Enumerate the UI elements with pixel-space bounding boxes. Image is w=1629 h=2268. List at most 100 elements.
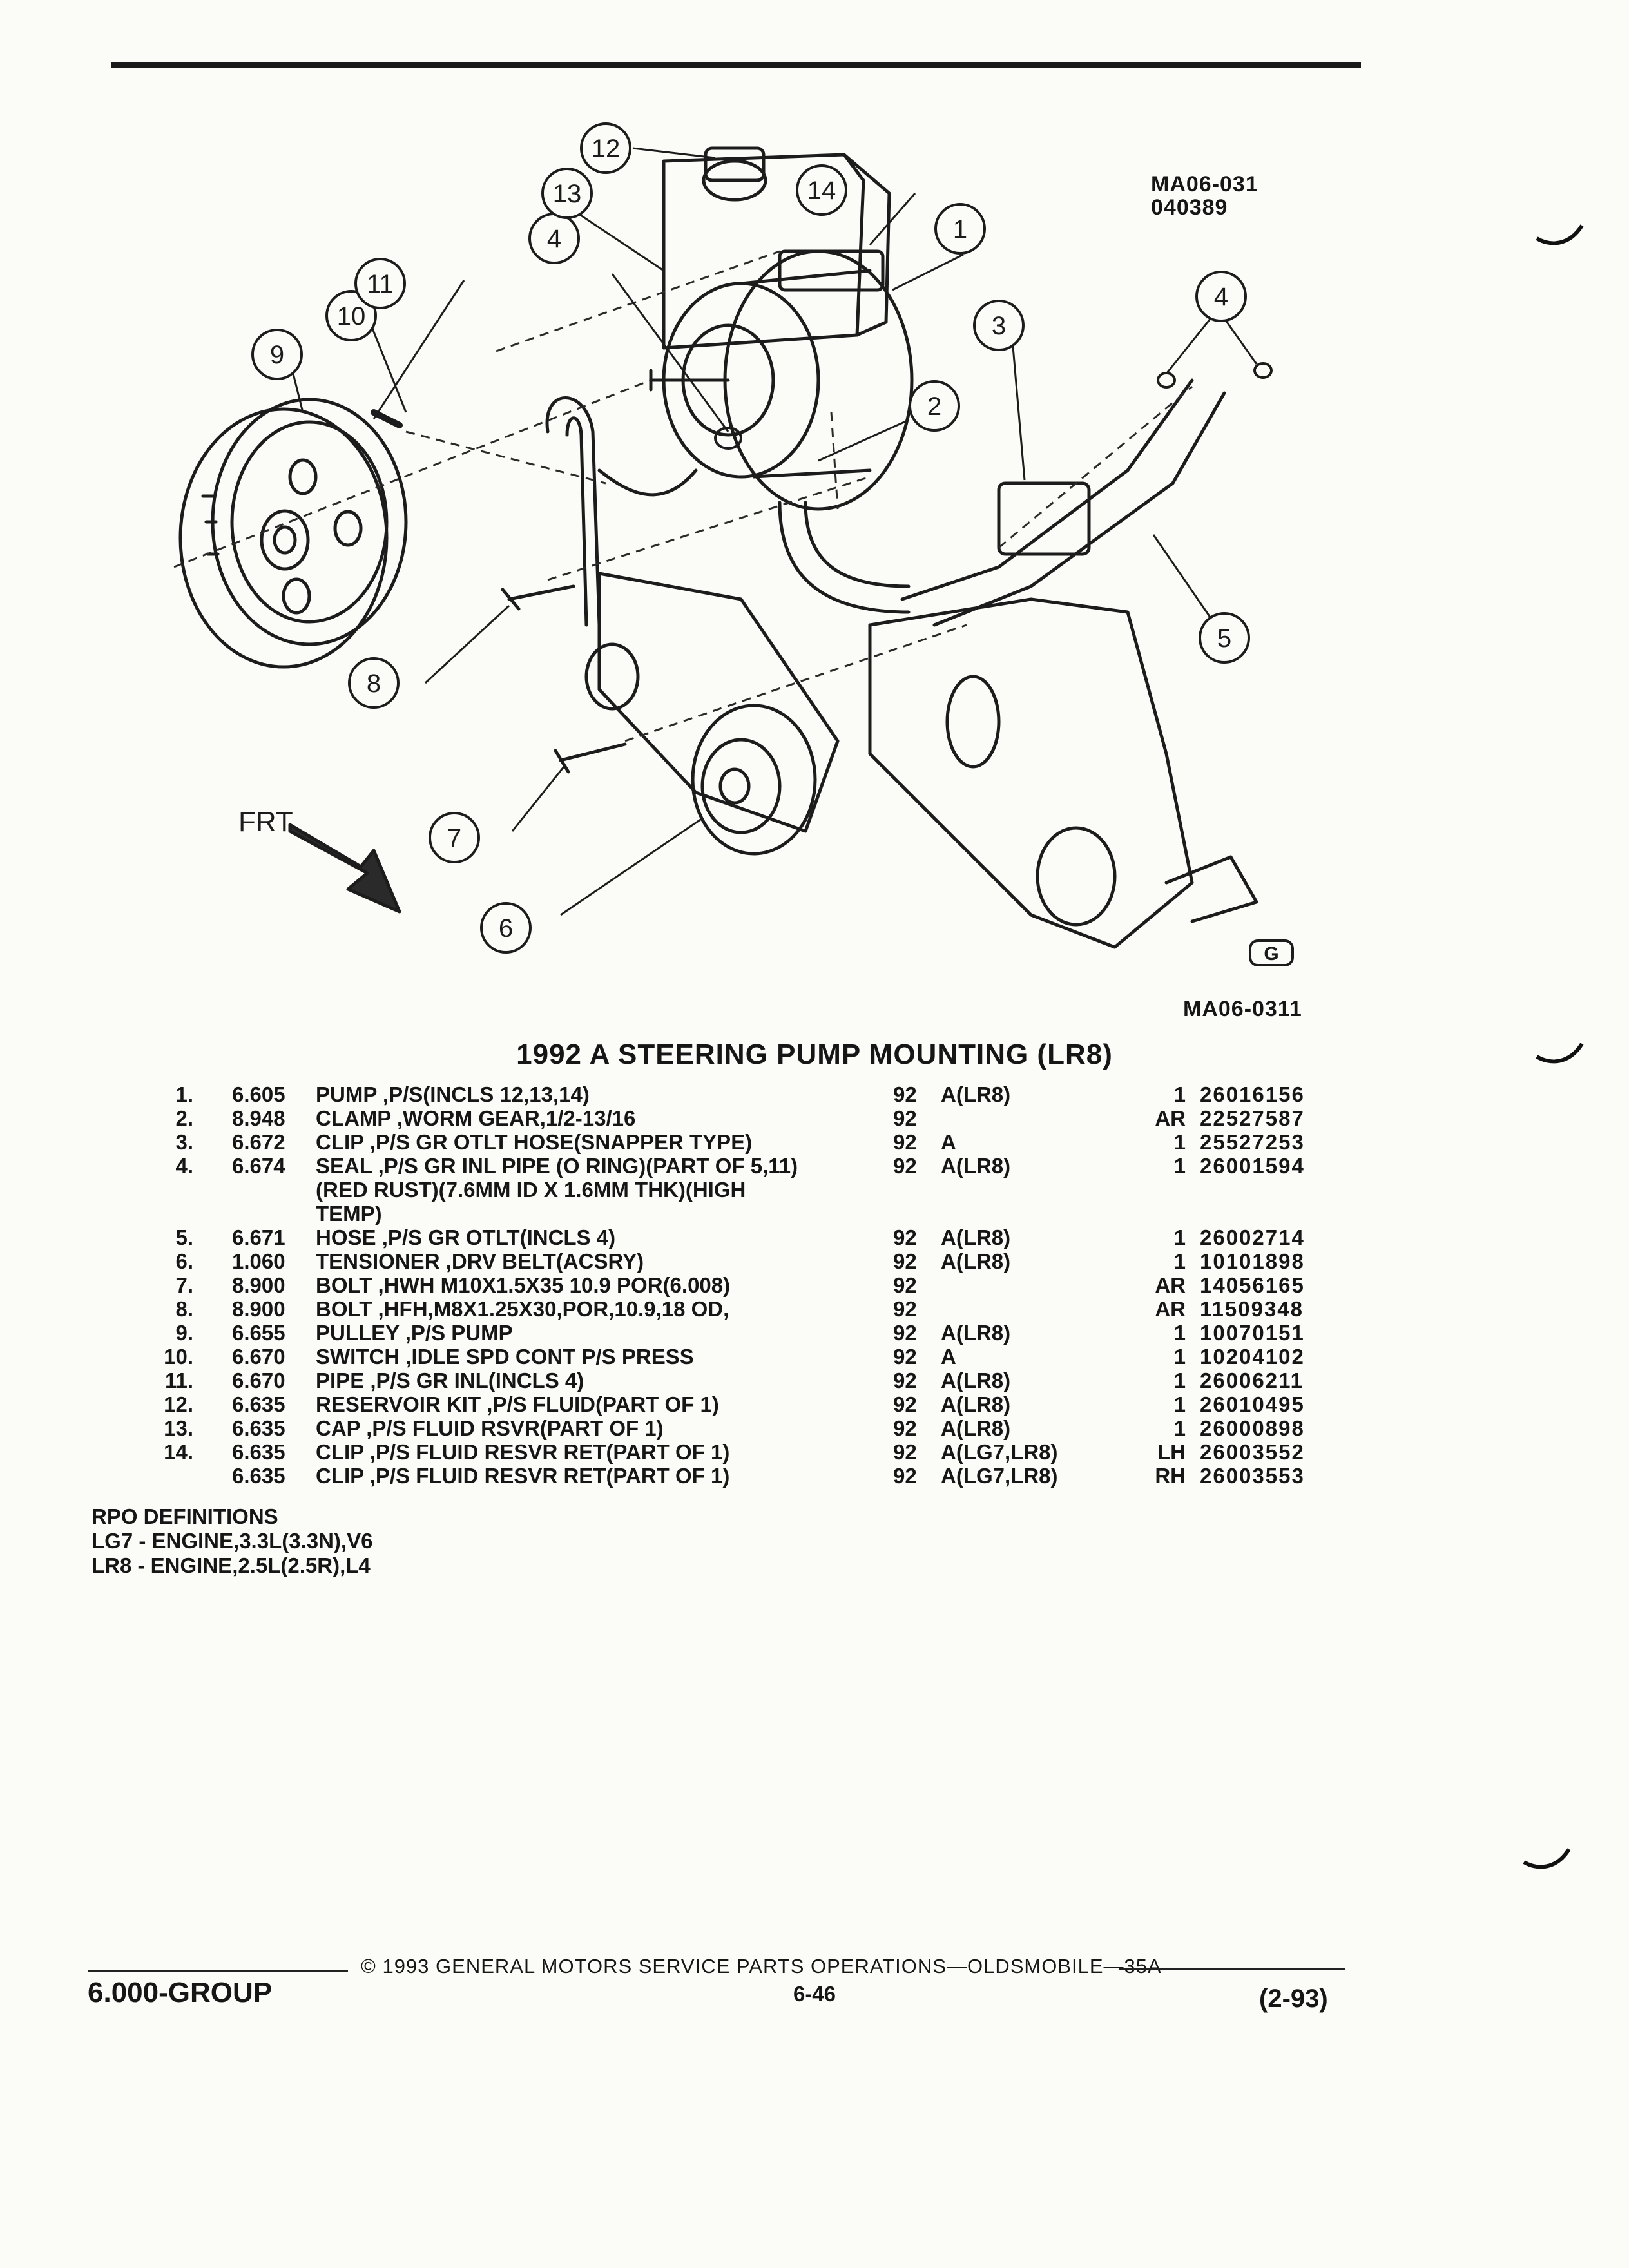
cell-code: 8.900 [232, 1273, 285, 1297]
callout-circle [348, 657, 400, 709]
cell-idx: 11. [164, 1369, 193, 1392]
callout-circle [251, 329, 303, 380]
cell-year: 92 [893, 1345, 917, 1369]
cell-app: A(LR8) [941, 1249, 1011, 1273]
cell-desc: BOLT ,HWH M10X1.5X35 10.9 POR(6.008) [316, 1273, 731, 1297]
bracket-drawing [584, 572, 840, 856]
callout-circle [1199, 612, 1250, 664]
pump-drawing [649, 146, 914, 511]
cell-app: A(LG7,LR8) [941, 1440, 1058, 1464]
cell-idx: 14. [164, 1440, 193, 1464]
cell-code: 6.635 [232, 1392, 285, 1416]
cell-year: 92 [893, 1106, 917, 1130]
callout-circle [480, 902, 532, 954]
callout-number: 8 [367, 669, 381, 698]
cell-part: 26010495 [1200, 1392, 1305, 1416]
cell-idx: 9. [175, 1321, 193, 1345]
cell-year: 92 [893, 1297, 917, 1321]
cell-idx: 7. [175, 1273, 193, 1297]
callout-number: 10 [337, 302, 366, 331]
callout-circle [934, 203, 986, 255]
cell-part: 25527253 [1200, 1130, 1305, 1154]
cell-code: 8.900 [232, 1297, 285, 1321]
callout-number: 4 [547, 225, 561, 253]
cell-code: 6.635 [232, 1464, 285, 1488]
cell-code: 6.674 [232, 1154, 285, 1178]
cell-idx: 4. [175, 1154, 193, 1178]
cell-desc: BOLT ,HFH,M8X1.25X30,POR,10.9,18 OD, [316, 1297, 729, 1321]
cell-code: 6.672 [232, 1130, 285, 1154]
callout-circle [354, 258, 406, 309]
cell-qty: 1 [1173, 1130, 1186, 1154]
figure-code-top: MA06-031 040389 [1151, 173, 1258, 219]
cell-desc: CAP ,P/S FLUID RSVR(PART OF 1) [316, 1416, 664, 1440]
cell-desc: HOSE ,P/S GR OTLT(INCLS 4) [316, 1225, 616, 1249]
cell-desc: CLIP ,P/S GR OTLT HOSE(SNAPPER TYPE) [316, 1130, 753, 1154]
cell-qty: AR [1155, 1273, 1186, 1297]
cell-desc: RESERVOIR KIT ,P/S FLUID(PART OF 1) [316, 1392, 719, 1416]
callout-circle [325, 290, 377, 341]
cell-year: 92 [893, 1440, 917, 1464]
callout-circle [1195, 271, 1247, 322]
cell-code: 6.655 [232, 1321, 285, 1345]
callout-circle [580, 122, 631, 174]
cell-year: 92 [893, 1154, 917, 1178]
callout-circle [429, 812, 480, 863]
callout-circle [541, 168, 593, 219]
cell-idx: 3. [175, 1130, 193, 1154]
cell-desc: SWITCH ,IDLE SPD CONT P/S PRESS [316, 1345, 694, 1369]
pulley-drawing [178, 398, 408, 669]
bolt-8-drawing [501, 584, 575, 611]
callout-number: 2 [927, 392, 941, 421]
cell-qty: 1 [1173, 1249, 1186, 1273]
cell-part: 26016156 [1200, 1082, 1305, 1106]
cell-desc: CLIP ,P/S FLUID RESVR RET(PART OF 1) [316, 1440, 730, 1464]
bolt-7-drawing [554, 742, 627, 774]
margin-mark-icon [1523, 1848, 1571, 1869]
callout-number: 1 [953, 215, 967, 244]
cell-code: 6.671 [232, 1225, 285, 1249]
cell-code: 8.948 [232, 1106, 285, 1130]
cell-code: 6.670 [232, 1345, 285, 1369]
callout-number: 6 [499, 914, 513, 943]
cell-part: 26002714 [1200, 1225, 1305, 1249]
cell-desc: PUMP ,P/S(INCLS 12,13,14) [316, 1082, 590, 1106]
cell-app: A(LR8) [941, 1154, 1011, 1178]
cell-app: A(LR8) [941, 1321, 1011, 1345]
callout-number: 7 [447, 824, 461, 852]
rpo-line-lg7: LG7 - ENGINE,3.3L(3.3N),V6 [92, 1529, 373, 1553]
cell-code: 1.060 [232, 1249, 285, 1273]
cell-year: 92 [893, 1249, 917, 1273]
cell-part: 14056165 [1200, 1273, 1305, 1297]
cell-qty: 1 [1173, 1392, 1186, 1416]
cell-part: 26003553 [1200, 1464, 1305, 1488]
cell-idx: 6. [175, 1249, 193, 1273]
cell-qty: 1 [1173, 1154, 1186, 1178]
cell-app: A(LR8) [941, 1082, 1011, 1106]
cell-qty: LH [1157, 1440, 1186, 1464]
cell-qty: 1 [1173, 1225, 1186, 1249]
rpo-heading: RPO DEFINITIONS [92, 1504, 278, 1528]
switch-drawing [371, 409, 403, 428]
engine-block-drawing [868, 597, 1258, 949]
cell-code: 6.635 [232, 1416, 285, 1440]
section-title: 1992 A STEERING PUMP MOUNTING (LR8) [516, 1039, 1113, 1070]
cell-part: 26006211 [1200, 1369, 1304, 1392]
cell-desc: TENSIONER ,DRV BELT(ACSRY) [316, 1249, 644, 1273]
cell-idx: 2. [175, 1106, 193, 1130]
footer-copyright: © 1993 GENERAL MOTORS SERVICE PARTS OPER… [361, 1955, 1162, 1977]
cell-idx: 10. [164, 1345, 193, 1369]
cell-desc: SEAL ,P/S GR INL PIPE (O RING)(PART OF 5… [316, 1154, 798, 1178]
cell-year: 92 [893, 1321, 917, 1345]
header-rule [111, 62, 1361, 68]
cell-qty: AR [1155, 1106, 1186, 1130]
cell-desc: PIPE ,P/S GR INL(INCLS 4) [316, 1369, 584, 1392]
